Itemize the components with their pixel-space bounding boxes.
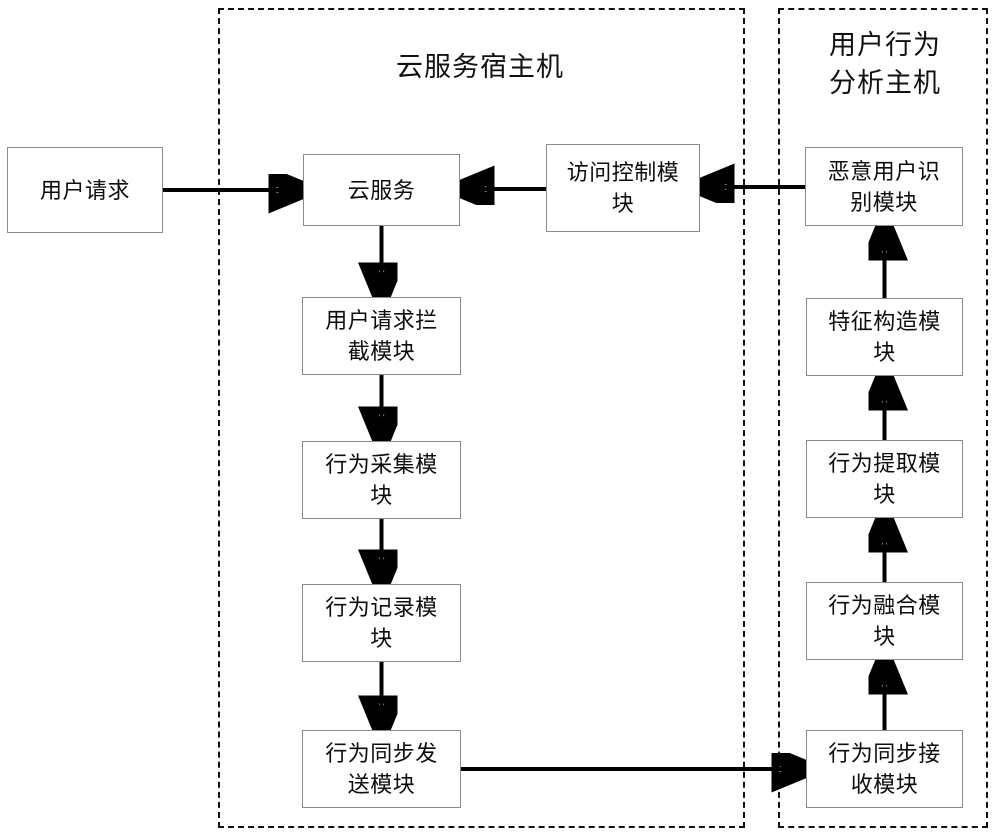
zone-cloud-host-label: 云服务宿主机 (396, 52, 564, 82)
node-label: 行为采集模 块 (325, 452, 438, 508)
node-label: 特征构造模 块 (828, 309, 941, 365)
zone-analysis-host (778, 8, 988, 828)
node-label: 访问控制模 块 (566, 160, 680, 216)
node-label: 用户请求 (39, 177, 130, 203)
node-label: 行为提取模 块 (828, 451, 941, 507)
node-behavior-extraction[interactable]: 行为提取模 块 (806, 440, 963, 518)
node-feature-construction[interactable]: 特征构造模 块 (806, 298, 963, 376)
node-cloud-service[interactable]: 云服务 (303, 154, 460, 226)
node-label: 恶意用户识 别模块 (827, 158, 941, 215)
node-malicious-user-id[interactable]: 恶意用户识 别模块 (805, 147, 963, 226)
node-behavior-sync-send[interactable]: 行为同步发 送模块 (302, 730, 461, 808)
node-behavior-record[interactable]: 行为记录模 块 (302, 584, 461, 662)
node-label: 行为记录模 块 (325, 595, 438, 651)
zone-cloud-host (218, 8, 745, 828)
node-access-control[interactable]: 访问控制模 块 (546, 144, 700, 232)
node-label: 云服务 (347, 177, 416, 203)
node-label: 行为同步发 送模块 (325, 741, 438, 797)
node-behavior-fusion[interactable]: 行为融合模 块 (806, 582, 963, 660)
node-label: 行为同步接 收模块 (828, 741, 941, 797)
node-behavior-sync-receive[interactable]: 行为同步接 收模块 (806, 730, 963, 808)
zone-analysis-host-label: 用户行为 分析主机 (829, 30, 941, 98)
node-request-intercept[interactable]: 用户请求拦 截模块 (302, 297, 461, 375)
node-label: 行为融合模 块 (828, 593, 941, 649)
node-behavior-collection[interactable]: 行为采集模 块 (302, 441, 461, 519)
node-user-request[interactable]: 用户请求 (7, 147, 163, 233)
node-label: 用户请求拦 截模块 (325, 308, 438, 364)
